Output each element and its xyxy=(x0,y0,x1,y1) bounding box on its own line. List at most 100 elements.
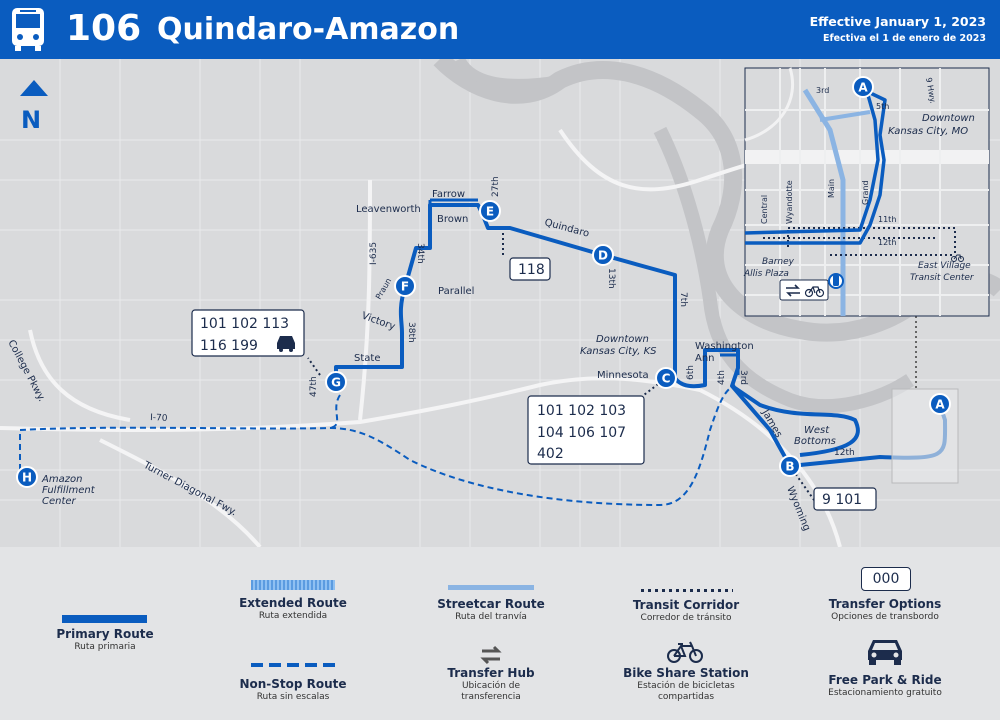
label-leavenworth: Leavenworth xyxy=(356,204,421,215)
inset-label-grand: Grand xyxy=(861,180,870,205)
legend-streetcar-title: Streetcar Route xyxy=(437,597,545,611)
map-legend: Primary Route Ruta primaria Extended Rou… xyxy=(0,547,1000,720)
label-13th: 13th xyxy=(606,268,616,289)
inset-label-main: Main xyxy=(827,179,836,198)
transit-corridor-swatch xyxy=(641,589,733,592)
legend-transfer-sub: Opciones de transbordo xyxy=(831,612,939,622)
transfer-routes-b: 9 101 xyxy=(822,492,862,508)
legend-bike-sub1: Estación de bicicletas xyxy=(637,681,735,691)
effective-date-es: Efectiva el 1 de enero de 2023 xyxy=(822,33,986,44)
inset-label-5th: 5th xyxy=(876,102,889,111)
stop-marker-g: G xyxy=(325,371,347,393)
transfer-box-c: 101 102 103 104 106 107 402 xyxy=(527,395,645,465)
effective-date-en: Effective January 1, 2023 xyxy=(809,14,986,29)
transfer-routes-c-line3: 402 xyxy=(537,446,564,462)
transfer-routes-g-line2: 116 199 xyxy=(200,338,258,354)
label-brown: Brown xyxy=(437,214,468,225)
legend-park-title: Free Park & Ride xyxy=(828,673,942,687)
legend-nonstop-title: Non-Stop Route xyxy=(239,677,347,691)
primary-route-swatch xyxy=(62,615,147,623)
label-amazon-3: Center xyxy=(42,496,77,507)
stop-marker-e: E xyxy=(479,200,501,222)
bus-icon xyxy=(12,8,44,51)
label-farrow: Farrow xyxy=(432,189,465,200)
label-downtown-kck-2: Kansas City, KS xyxy=(580,346,657,357)
label-6th: 6th xyxy=(686,365,696,380)
stop-letter: F xyxy=(401,280,409,294)
stop-letter: G xyxy=(331,376,341,390)
label-47th: 47th xyxy=(309,376,319,397)
inset-label-wyandotte: Wyandotte xyxy=(785,180,794,224)
label-27th: 27th xyxy=(491,176,501,197)
legend-hub-sub2: transferencia xyxy=(461,692,521,702)
car-icon xyxy=(868,640,902,665)
inset-label-ev-1: East Village xyxy=(918,261,971,271)
stop-letter: C xyxy=(662,372,671,386)
transfer-box-d: 118 xyxy=(509,257,551,281)
label-amazon-2: Fulfillment xyxy=(42,485,96,496)
label-west-bottoms-1: West xyxy=(804,425,830,436)
transfer-box-g: 101 102 113 116 199 xyxy=(191,309,305,357)
inset-label-3rd: 3rd xyxy=(816,86,829,95)
route-header: 106 Quindaro-Amazon Effective January 1,… xyxy=(0,0,1000,59)
label-washington: Washington xyxy=(695,341,754,352)
bike-share-icon xyxy=(804,286,825,298)
inset-labels: 3rd 5th 9 Hwy. Downtown Kansas City, MO … xyxy=(743,77,975,283)
stop-marker-a-inset: A xyxy=(929,393,951,415)
legend-streetcar-sub: Ruta del tranvía xyxy=(455,612,527,622)
non-stop-route-swatch xyxy=(251,663,335,667)
label-3rd: 3rd xyxy=(738,370,748,385)
north-compass: N xyxy=(20,80,48,134)
legend-bike-sub2: compartidas xyxy=(657,692,715,702)
label-i635: I-635 xyxy=(369,242,379,265)
label-7th: 7th xyxy=(678,292,688,307)
legend-extended-title: Extended Route xyxy=(239,596,347,610)
highways xyxy=(0,128,881,547)
inset-label-barney-2: Allis Plaza xyxy=(743,269,789,279)
label-amazon-1: Amazon xyxy=(41,474,82,485)
stop-marker-f: F xyxy=(394,275,416,297)
transfer-hub-icon xyxy=(786,284,800,297)
label-12th: 12th xyxy=(834,448,855,458)
legend-corridor-sub: Corredor de tránsito xyxy=(640,613,732,623)
stop-marker-a: A xyxy=(852,76,874,98)
label-ann: Ann xyxy=(695,353,715,364)
transfer-routes-c-line1: 101 102 103 xyxy=(537,403,626,419)
transfer-options-box: 000 xyxy=(861,567,911,591)
label-downtown-kck-1: Downtown xyxy=(596,334,649,345)
stop-marker-d: D xyxy=(592,244,614,266)
legend-corridor-title: Transit Corridor xyxy=(632,598,740,612)
stop-letter: E xyxy=(486,205,494,219)
transfer-hub-legend-icon xyxy=(480,645,502,665)
streetcar-route-swatch xyxy=(448,585,534,590)
legend-transfer-title: Transfer Options xyxy=(828,597,942,611)
legend-bike-title: Bike Share Station xyxy=(623,666,749,680)
legend-hub-title: Transfer Hub xyxy=(447,666,535,680)
transfer-box-b: 9 101 xyxy=(813,487,877,511)
legend-primary-title: Primary Route xyxy=(56,627,154,641)
inset-label-11th: 11th xyxy=(878,215,896,224)
non-stop-route xyxy=(19,384,736,507)
inset-label-downtown-2: Kansas City, MO xyxy=(888,126,968,137)
route-number: 106 xyxy=(66,8,142,49)
label-state: State xyxy=(354,353,380,364)
extended-route-swatch xyxy=(251,580,335,590)
label-38th: 38th xyxy=(406,322,416,343)
stop-letter: D xyxy=(598,249,608,263)
label-4th: 4th xyxy=(717,370,727,385)
legend-extended-sub: Ruta extendida xyxy=(258,611,328,621)
bike-share-icon-east-village xyxy=(951,254,964,262)
transfer-routes-c-line2: 104 106 107 xyxy=(537,425,626,441)
stop-marker-c: C xyxy=(655,367,677,389)
inset-label-barney-1: Barney xyxy=(762,257,795,267)
legend-park-sub: Estacionamiento gratuito xyxy=(828,688,942,698)
transfer-routes-d: 118 xyxy=(518,262,545,278)
label-west-bottoms-2: Bottoms xyxy=(794,436,836,447)
legend-nonstop-sub: Ruta sin escalas xyxy=(256,692,330,702)
kansas-river xyxy=(653,126,914,414)
label-minnesota: Minnesota xyxy=(597,370,649,381)
route-name: Quindaro-Amazon xyxy=(157,12,460,47)
park-and-ride-icon xyxy=(277,336,295,352)
